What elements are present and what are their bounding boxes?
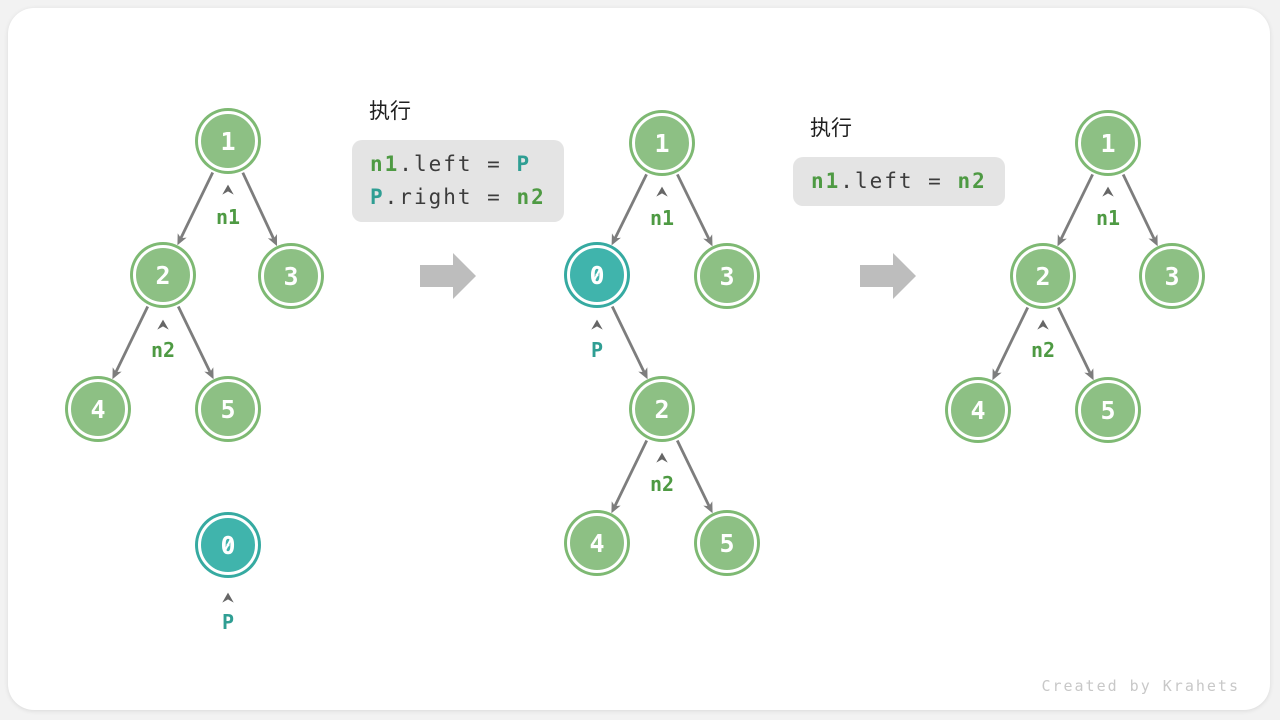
tree-edge [177, 171, 214, 246]
up-arrowhead-icon [1102, 186, 1114, 197]
tree-node-value: 1 [1100, 128, 1116, 158]
tree-edge [611, 173, 648, 246]
up-arrowhead-icon [157, 319, 169, 330]
code-token: .left = [840, 169, 958, 193]
pointer-caret-icon [1037, 316, 1050, 330]
tree-node-value: 2 [654, 394, 670, 424]
tree-edge [1121, 173, 1158, 247]
tree-edge [1057, 173, 1094, 247]
pointer-caret-icon [656, 449, 669, 463]
tree-edge [611, 305, 648, 380]
pointer-caret-icon [222, 181, 235, 195]
slashed-zero-mark [592, 267, 602, 283]
up-arrowhead-icon [222, 184, 234, 195]
tree-edge [177, 305, 214, 380]
tree-node-value: 5 [719, 528, 735, 558]
tree-node: 3 [261, 246, 321, 306]
tree-node-value: 0 [589, 263, 604, 288]
tree-node: 5 [198, 379, 258, 439]
tree-node: 2 [1013, 246, 1073, 306]
tree-node: 2 [133, 245, 193, 305]
tree-node-value: 0 [220, 533, 235, 558]
tree-edge [676, 173, 713, 247]
code-line: P.right = n2 [370, 181, 546, 214]
flow-arrow-icon [420, 253, 476, 299]
up-arrowhead-icon [656, 186, 668, 197]
tree-node-value: 2 [1035, 261, 1051, 291]
pointer-caret-icon [656, 183, 669, 197]
tree-node-value: 5 [1100, 395, 1116, 425]
tree-node-value: 4 [970, 395, 986, 425]
pointer-caret-icon [222, 589, 235, 603]
tree-node-value: 1 [654, 128, 670, 158]
pointer-label-p: P [221, 610, 235, 634]
code-line: n1.left = P [370, 148, 546, 181]
tree-node: 1 [632, 113, 692, 173]
code-token: .right = [384, 185, 517, 209]
tree-node: 4 [948, 380, 1008, 440]
code-block-2: 执行 n1.left = n2 [793, 115, 1005, 206]
code-token: .left = [399, 152, 517, 176]
tree-node-value: 1 [220, 126, 236, 156]
tree-node: 5 [697, 513, 757, 573]
up-arrowhead-icon [222, 592, 234, 603]
code-token: P [516, 152, 532, 176]
tree-node-value: 4 [589, 528, 605, 558]
tree-edge [112, 305, 149, 380]
up-arrowhead-icon [656, 452, 668, 463]
pointer-label-n2: n2 [1030, 338, 1056, 362]
code-block-title: 执行 [369, 99, 411, 123]
tree-node-value: 3 [283, 261, 299, 291]
tree-edge [611, 439, 648, 514]
up-arrowhead-icon [1037, 319, 1049, 330]
pointer-caret-icon [157, 316, 170, 330]
tree-node: 3 [697, 246, 757, 306]
tree-edge [992, 306, 1029, 381]
tree-node: 0 [567, 245, 627, 305]
tree-node-value: 3 [719, 261, 735, 291]
flow-arrow-icon [860, 253, 916, 299]
pointer-label-n2: n2 [150, 338, 176, 362]
tree-node-value: 5 [220, 394, 236, 424]
pointer-label-n2: n2 [649, 472, 675, 496]
tree-node-value: 2 [155, 260, 171, 290]
code-token: n2 [516, 185, 546, 209]
tree-edge [1057, 306, 1094, 381]
code-token: n1 [370, 152, 400, 176]
code-token: n1 [811, 169, 841, 193]
tree-node: 1 [198, 111, 258, 171]
tree-edge [676, 439, 713, 514]
pointer-label-p: P [590, 338, 604, 362]
code-snippet-box: n1.left = n2 [793, 157, 1005, 206]
tree-node: 2 [632, 379, 692, 439]
pointer-label-n1: n1 [1095, 206, 1121, 230]
tree-node-value: 3 [1164, 261, 1180, 291]
pointer-label-n1: n1 [215, 205, 241, 229]
tree-node: 4 [68, 379, 128, 439]
code-token: n2 [957, 169, 987, 193]
pointer-label-n1: n1 [649, 206, 675, 230]
tree-node: 4 [567, 513, 627, 573]
slashed-zero-mark [223, 537, 233, 553]
tree-node-value: 4 [90, 394, 106, 424]
tree-edge [241, 172, 278, 247]
tree-node: 3 [1142, 246, 1202, 306]
up-arrowhead-icon [591, 319, 603, 330]
tree-node: 5 [1078, 380, 1138, 440]
code-block-title: 执行 [810, 116, 852, 140]
tree-node: 1 [1078, 113, 1138, 173]
pointer-caret-icon [591, 316, 604, 330]
pointer-caret-icon [1102, 183, 1115, 197]
code-line: n1.left = n2 [811, 165, 987, 198]
watermark: Created by Krahets [1041, 677, 1240, 695]
tree-node: 0 [198, 515, 258, 575]
code-token: P [370, 185, 385, 209]
